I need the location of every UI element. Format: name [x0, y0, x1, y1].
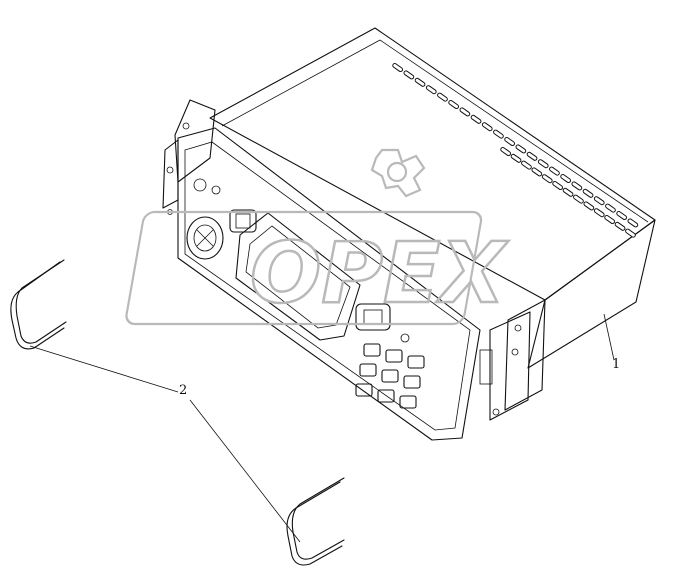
- vent-slot: [573, 194, 584, 204]
- vent-slot: [593, 196, 605, 206]
- vent-slots-row-2: [500, 147, 636, 238]
- vent-slot: [521, 160, 532, 170]
- vent-slot: [392, 63, 404, 73]
- vent-slot: [493, 129, 504, 139]
- preset-button-grid: [355, 343, 425, 409]
- preset-button: [403, 375, 421, 389]
- housing-body: [209, 27, 656, 369]
- preset-button: [407, 355, 425, 369]
- vent-slot: [616, 211, 628, 221]
- vent-slot: [403, 70, 415, 80]
- watermark-logo: OPEX: [125, 148, 511, 326]
- preset-button: [355, 383, 373, 397]
- vent-slot: [504, 137, 516, 147]
- vent-slot: [562, 187, 574, 197]
- callout-part-1: 1: [612, 357, 620, 372]
- vent-slot: [625, 228, 636, 238]
- retaining-clip-lower: [286, 477, 345, 566]
- preset-button: [399, 395, 417, 409]
- preset-button: [381, 369, 399, 383]
- vent-slot: [593, 208, 605, 218]
- vent-slot: [560, 174, 572, 184]
- vent-slot: [515, 144, 527, 154]
- vent-slot: [582, 188, 594, 198]
- vent-slot: [549, 166, 560, 176]
- vent-slot: [614, 221, 626, 231]
- vent-slot: [531, 167, 543, 177]
- vent-slot: [552, 181, 564, 191]
- vent-slot: [470, 114, 482, 124]
- vent-slot: [605, 203, 616, 213]
- right-mounting-bracket: [479, 299, 546, 421]
- vent-slot: [604, 215, 616, 225]
- watermark-text: OPEX: [250, 224, 509, 322]
- vent-slot: [448, 100, 460, 110]
- preset-button: [359, 363, 377, 377]
- preset-button: [385, 349, 403, 363]
- vent-slot: [571, 181, 583, 191]
- vent-slot: [414, 77, 426, 87]
- tuning-knob: [229, 209, 257, 233]
- vent-slot: [500, 147, 512, 157]
- volume-knob: [186, 216, 224, 260]
- callout-part-2: 2: [179, 383, 187, 398]
- vent-slot: [425, 85, 437, 95]
- vent-slot: [541, 174, 553, 184]
- vent-slot: [526, 151, 538, 161]
- vent-slot: [437, 92, 448, 102]
- preset-button: [377, 389, 395, 403]
- preset-button: [363, 343, 381, 357]
- vent-slot: [583, 201, 595, 211]
- left-mounting-bracket: [162, 99, 216, 209]
- vent-slots-row-1: [392, 63, 639, 228]
- vent-slot: [537, 159, 549, 169]
- vent-slot: [627, 218, 639, 228]
- vent-slot: [481, 122, 493, 132]
- vent-slot: [459, 107, 471, 117]
- vent-slot: [510, 153, 522, 163]
- leader-lines: [29, 313, 615, 543]
- retaining-clip-upper: [10, 259, 67, 350]
